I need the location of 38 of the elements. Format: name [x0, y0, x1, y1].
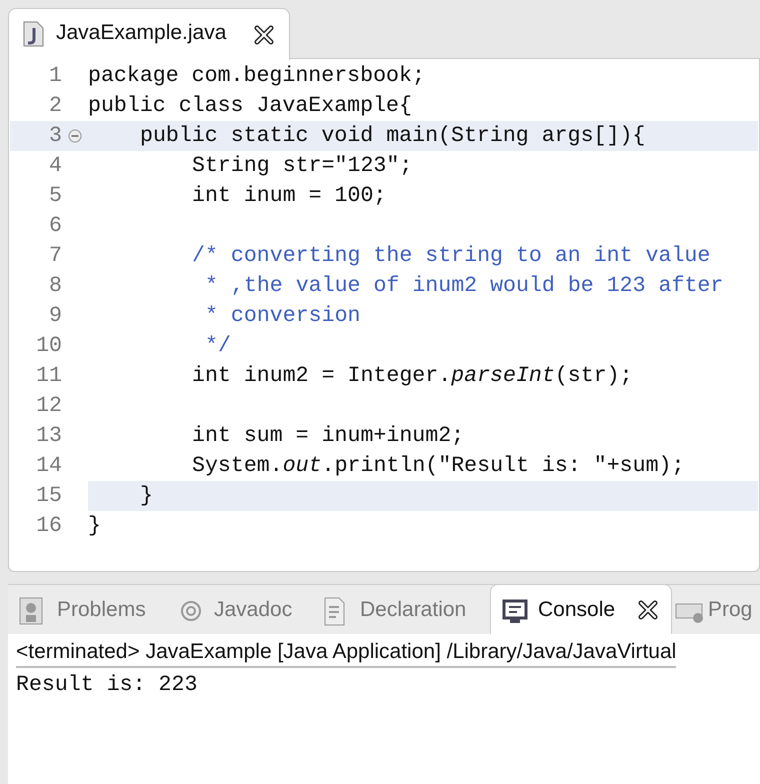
- view-tab-label: Declaration: [360, 598, 466, 622]
- line-number: 15: [35, 483, 62, 510]
- code-line: System.out.println("Result is: "+sum);: [192, 453, 684, 480]
- console-output: Result is: 223: [16, 672, 198, 699]
- code-comment: */: [205, 333, 231, 360]
- line-number: 3: [48, 123, 62, 150]
- line-number: 10: [35, 333, 62, 360]
- code-line: }: [140, 483, 153, 510]
- view-tab-label: Javadoc: [214, 598, 292, 622]
- code-line: int inum = 100;: [192, 183, 386, 210]
- file-tab-title: JavaExample.java: [56, 21, 226, 45]
- console-header: <terminated> JavaExample [Java Application] /Library/Java/JavaVirtual: [16, 640, 676, 668]
- view-tab-label: Problems: [57, 598, 146, 622]
- line-number: 8: [48, 273, 62, 300]
- line-number: 4: [48, 153, 62, 180]
- view-tab-label: Console: [538, 598, 616, 622]
- line-number: 7: [48, 243, 62, 270]
- line-number: 2: [48, 93, 62, 120]
- line-number: 1: [48, 63, 62, 90]
- code-line: package com.beginnersbook;: [88, 63, 425, 90]
- code-comment: /* converting the string to an int value: [192, 243, 710, 270]
- view-tab-label: Prog: [708, 598, 752, 622]
- line-number: 9: [48, 303, 62, 330]
- line-number: 14: [35, 453, 62, 480]
- code-comment: * conversion: [205, 303, 361, 330]
- code-line: public class JavaExample{: [88, 93, 412, 120]
- code-line: public static void main(String args[]){: [140, 123, 646, 150]
- line-number: 11: [35, 363, 62, 390]
- code-comment: * ,the value of inum2 would be 123 after: [205, 273, 724, 300]
- code-line: int inum2 = Integer.parseInt(str);: [192, 363, 633, 390]
- code-line: String str="123";: [192, 153, 412, 180]
- line-number: 13: [35, 423, 62, 450]
- line-number: 6: [48, 213, 62, 240]
- line-number: 16: [35, 513, 62, 540]
- code-line: }: [88, 513, 101, 540]
- line-number: 5: [48, 183, 62, 210]
- line-number: 12: [35, 393, 62, 420]
- code-line: int sum = inum+inum2;: [192, 423, 464, 450]
